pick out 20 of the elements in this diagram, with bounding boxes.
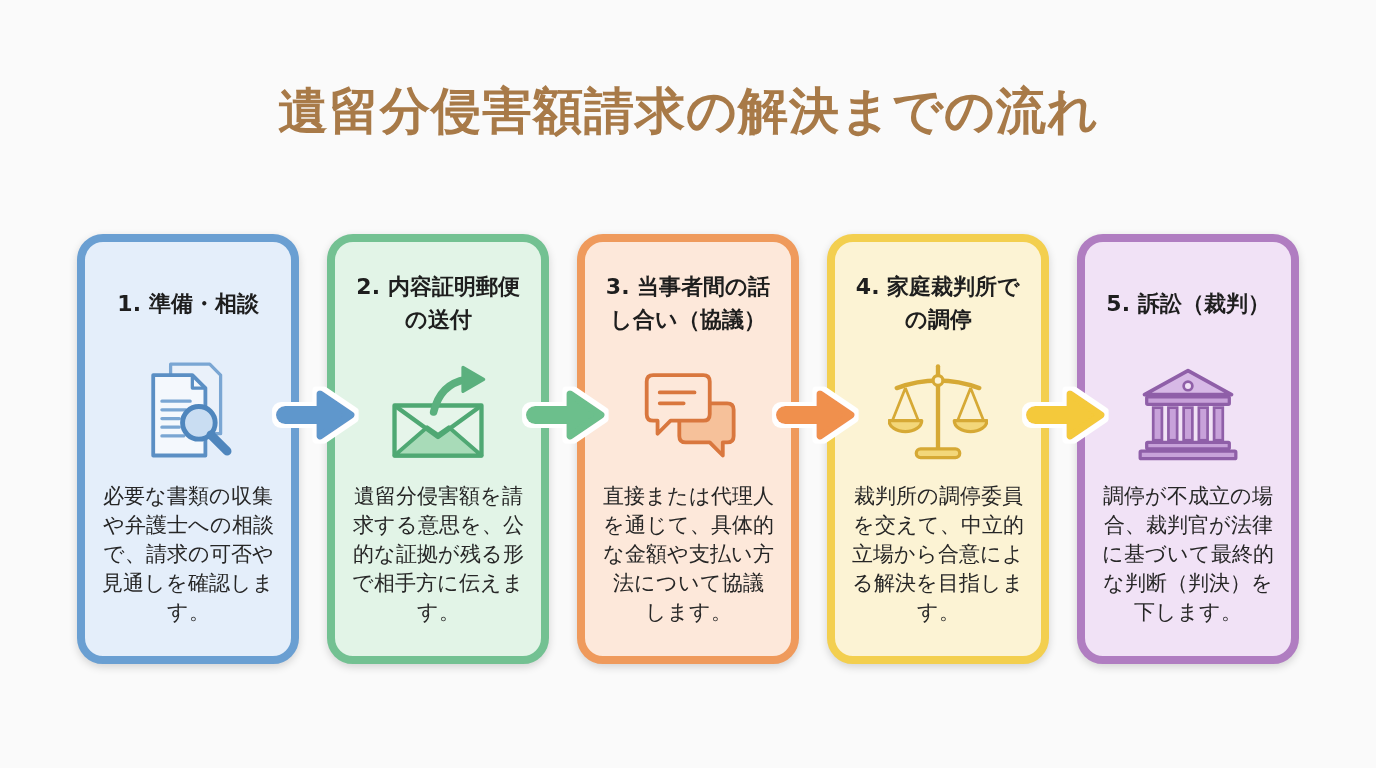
arrow [526, 390, 605, 440]
step-description: 必要な書類の収集や弁護士への相談で、請求の可否や見通しを確認します。 [102, 483, 274, 626]
step-card [1077, 234, 1299, 664]
arrow [776, 390, 855, 440]
step-description: 直接または代理人を通じて、具体的な金額や支払い方法について協議します。 [602, 483, 774, 626]
arrow [1026, 390, 1105, 440]
step-card [327, 234, 549, 664]
step-description: 裁判所の調停委員を交えて、中立的立場から合意による解決を目指します。 [852, 483, 1024, 626]
step-heading: 3. 当事者間の話し合い（協議） [604, 273, 772, 334]
title: 遺留分侵害額請求の解決までの流れ [277, 81, 1099, 142]
step-card [577, 234, 799, 664]
step-description: 調停が不成立の場合、裁判官が法律に基づいて最終的な判断（判決）を下します。 [1102, 483, 1274, 626]
step-heading: 5. 訴訟（裁判） [1106, 289, 1270, 318]
arrow [276, 390, 355, 440]
step-heading: 1. 準備・相談 [117, 289, 259, 318]
step-card [827, 234, 1049, 664]
step-heading: 2. 内容証明郵便の送付 [355, 273, 521, 334]
step-card [77, 234, 299, 664]
step-heading: 4. 家庭裁判所での調停 [854, 273, 1022, 334]
step-description: 遺留分侵害額を請求する意思を、公的な証拠が残る形で相手方に伝えます。 [352, 483, 524, 626]
